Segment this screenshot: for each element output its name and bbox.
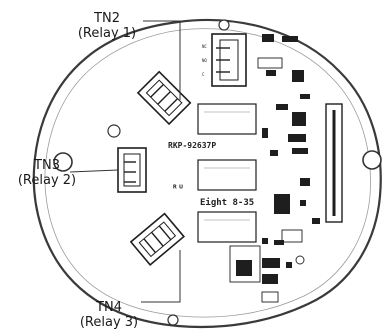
edge-connector bbox=[325, 103, 343, 223]
callout-tn2-terminal: TN2 bbox=[94, 11, 120, 26]
callout-tn2-relay: (Relay 1) bbox=[77, 26, 137, 41]
mounting-hole-top bbox=[218, 19, 230, 31]
svg-text:ᴿᵁ: ᴿᵁ bbox=[172, 184, 184, 195]
callout-tn3-relay: (Relay 2) bbox=[17, 173, 77, 188]
leader-tn4 bbox=[141, 250, 181, 303]
svg-text:NO: NO bbox=[202, 58, 207, 63]
svg-text:C: C bbox=[202, 72, 205, 77]
smd-outlines bbox=[229, 57, 303, 303]
callout-tn2: TN2 (Relay 1) bbox=[52, 11, 162, 41]
terminal-block-tn2: NC NO C bbox=[202, 33, 247, 87]
terminal-block-tn3 bbox=[117, 147, 147, 193]
svg-text:NC: NC bbox=[202, 44, 207, 49]
mounting-hole-left bbox=[53, 152, 73, 172]
mounting-hole-bottom bbox=[167, 314, 179, 326]
leader-tn3 bbox=[69, 169, 119, 173]
via-hole bbox=[295, 255, 305, 265]
callout-tn4-relay: (Relay 3) bbox=[79, 315, 139, 330]
callout-tn3-terminal: TN3 bbox=[34, 158, 60, 173]
silk-marking: Eight 8-35 bbox=[200, 197, 254, 208]
leader-tn2 bbox=[143, 20, 181, 100]
via-hole bbox=[107, 124, 121, 138]
mounting-hole-right bbox=[362, 150, 382, 170]
terminal-block-tn4 bbox=[129, 212, 185, 266]
relay-2 bbox=[197, 159, 257, 191]
callout-tn4: TN4 (Relay 3) bbox=[54, 300, 164, 330]
part-number-label: RKP-92637P bbox=[168, 141, 216, 150]
smd-components bbox=[236, 34, 320, 284]
relay-3 bbox=[197, 211, 257, 243]
terminal-block-relay1 bbox=[136, 70, 192, 126]
ul-logo: ᴿᵁ bbox=[172, 184, 184, 195]
callout-leaders bbox=[69, 20, 181, 303]
relay-1 bbox=[197, 103, 257, 135]
callout-tn3: TN3 (Relay 2) bbox=[0, 158, 94, 188]
callout-tn4-terminal: TN4 bbox=[96, 300, 122, 315]
